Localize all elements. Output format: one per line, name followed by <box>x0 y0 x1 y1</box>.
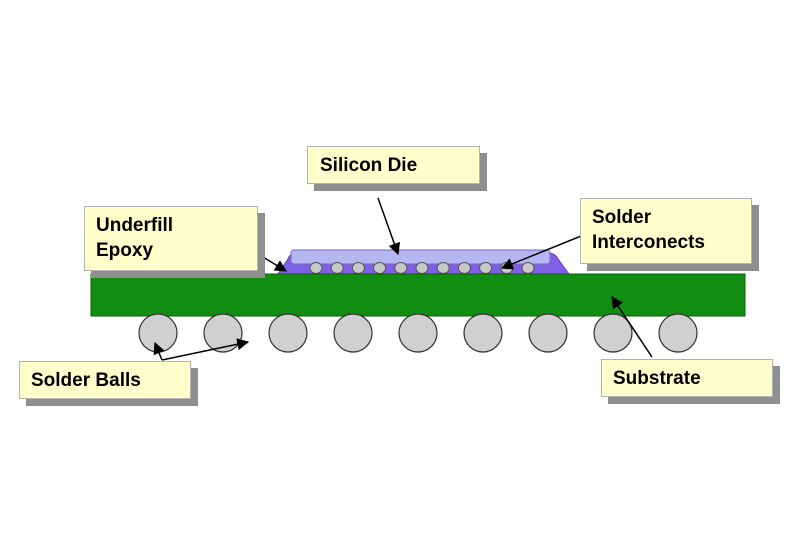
solder-ball <box>203 313 243 353</box>
solder-balls <box>138 313 698 353</box>
underfill-label-line2: Epoxy <box>96 240 154 261</box>
interconnect-bump <box>457 262 471 274</box>
interconnect-bump <box>521 262 535 274</box>
substrate <box>90 273 746 317</box>
die-arrow <box>377 197 401 256</box>
interconnect-bump <box>351 262 365 274</box>
interconnect-bump <box>415 262 429 274</box>
interconnect-bump <box>309 262 323 274</box>
solder-balls-arrow-2 <box>161 338 250 361</box>
interconnects-label-line1: Solder <box>592 207 652 228</box>
interconnect-bump <box>330 262 344 274</box>
underfill-label-line1: Underfill <box>96 215 174 236</box>
solder-ball <box>138 313 178 353</box>
underfill-epoxy-label: Underfill Epoxy <box>84 206 258 271</box>
silicon-die <box>290 249 551 265</box>
solder-ball <box>333 313 373 353</box>
solder-ball <box>593 313 633 353</box>
silicon-die-label: Silicon Die <box>307 146 480 184</box>
solder-ball <box>398 313 438 353</box>
interconnect-bump <box>479 262 493 274</box>
substrate-label: Substrate <box>601 359 773 397</box>
silicon-die-label-text: Silicon Die <box>320 155 418 176</box>
solder-balls-label-text: Solder Balls <box>31 370 141 391</box>
solder-balls-label: Solder Balls <box>19 361 191 399</box>
substrate-label-text: Substrate <box>613 368 701 389</box>
solder-balls-arrow-1 <box>153 341 165 361</box>
interconnect-bump <box>394 262 408 274</box>
solder-ball <box>463 313 503 353</box>
solder-ball <box>268 313 308 353</box>
solder-interconnects-label: Solder Interconects <box>580 198 752 264</box>
interconnects-label-line2: Interconects <box>592 232 705 253</box>
solder-ball <box>658 313 698 353</box>
substrate-arrow <box>611 296 653 358</box>
interconnect-bump <box>373 262 387 274</box>
interconnect-bump <box>436 262 450 274</box>
solder-ball <box>528 313 568 353</box>
